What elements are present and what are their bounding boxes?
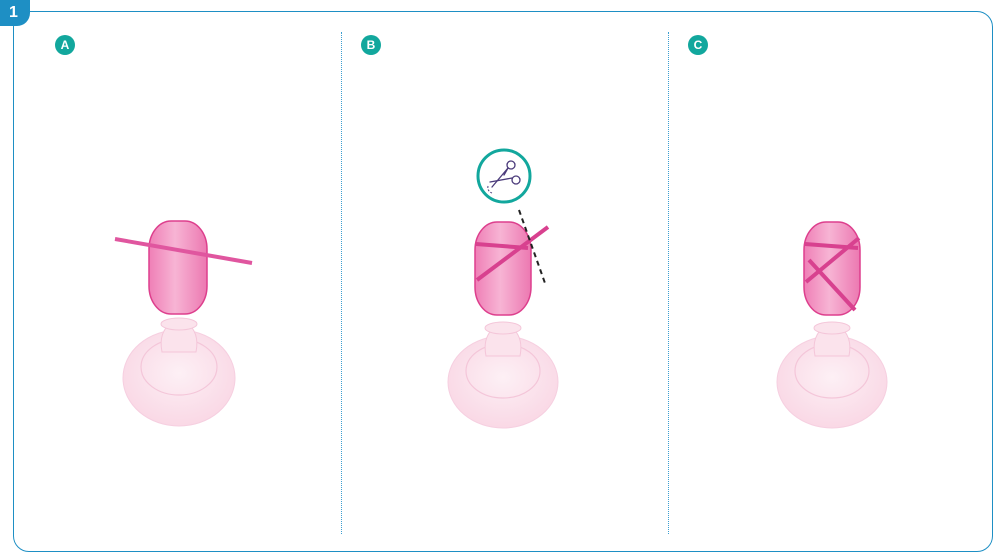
panel-b: B [356, 32, 681, 534]
nail-tip [149, 221, 207, 314]
nail-stand [123, 318, 235, 426]
nail-stand [777, 322, 887, 428]
scissors-icon [478, 150, 530, 202]
nail-tip-illustration-b [356, 32, 681, 534]
step-number-badge: 1 [0, 0, 30, 26]
nail-stand [448, 322, 558, 428]
panel-a: A [50, 32, 375, 534]
nail-tip-illustration-a [50, 32, 375, 534]
panel-c: C [683, 32, 1007, 534]
nail-tip-illustration-c [683, 32, 1007, 534]
nail-tip [804, 222, 860, 315]
nail-tip [475, 222, 531, 315]
